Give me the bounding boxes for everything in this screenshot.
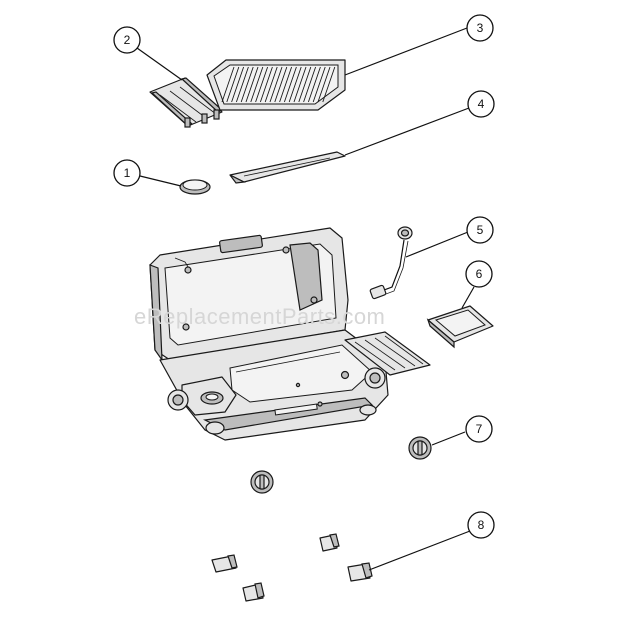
foot-d <box>347 562 373 582</box>
part-2-support-rack <box>149 77 224 128</box>
part-1-knob-cap <box>179 179 211 195</box>
callout-1: 1 <box>113 159 141 187</box>
grate-bar <box>231 66 245 103</box>
grate-bar <box>226 66 240 103</box>
grate-bar <box>303 66 317 103</box>
callout-5: 5 <box>466 216 494 244</box>
grill-body <box>149 227 431 441</box>
callout-1-number: 1 <box>124 166 131 180</box>
grate-bar <box>235 66 249 103</box>
grate-bar <box>221 66 235 103</box>
grate-bar <box>269 66 283 103</box>
callout-8-number: 8 <box>478 518 485 532</box>
grate-bar <box>283 66 297 103</box>
foot-b <box>242 582 265 602</box>
callout-7-number: 7 <box>476 422 483 436</box>
foot-a <box>211 554 238 573</box>
grate-bar <box>288 66 302 103</box>
grate-bar <box>312 66 326 103</box>
grate-bar <box>245 66 259 103</box>
callout-3-number: 3 <box>477 21 484 35</box>
leader-lines <box>136 27 475 571</box>
part-3-cooking-grate <box>206 59 346 111</box>
callout-2-number: 2 <box>124 33 131 47</box>
foot-c <box>319 533 340 552</box>
callout-7: 7 <box>465 415 493 443</box>
callout-6: 6 <box>465 260 493 288</box>
grate-bar <box>274 66 288 103</box>
grate-bar <box>298 66 312 103</box>
grate-bar <box>317 66 331 103</box>
grate-bar <box>293 66 307 103</box>
grate-bar <box>322 66 336 103</box>
callout-8: 8 <box>467 511 495 539</box>
grate-bar <box>259 66 273 103</box>
callout-6-number: 6 <box>476 267 483 281</box>
callout-4: 4 <box>467 90 495 118</box>
callout-4-number: 4 <box>478 97 485 111</box>
grate-bar <box>255 66 269 103</box>
grate-bar <box>307 66 321 103</box>
callout-3: 3 <box>466 14 494 42</box>
part-8-feet <box>211 533 373 602</box>
callout-5-number: 5 <box>477 223 484 237</box>
callout-2: 2 <box>113 26 141 54</box>
grate-bar <box>264 66 278 103</box>
part-4-deflector-bar <box>229 151 346 184</box>
part-7-control-knob <box>408 436 432 460</box>
grate-bar <box>250 66 264 103</box>
watermark-text: eReplacementParts.com <box>134 304 385 329</box>
grate-bar <box>240 66 254 103</box>
extra-knob <box>250 470 274 494</box>
part-5-regulator-assembly <box>369 226 413 300</box>
grate-bar <box>279 66 293 103</box>
part-6-drip-tray <box>426 305 494 349</box>
